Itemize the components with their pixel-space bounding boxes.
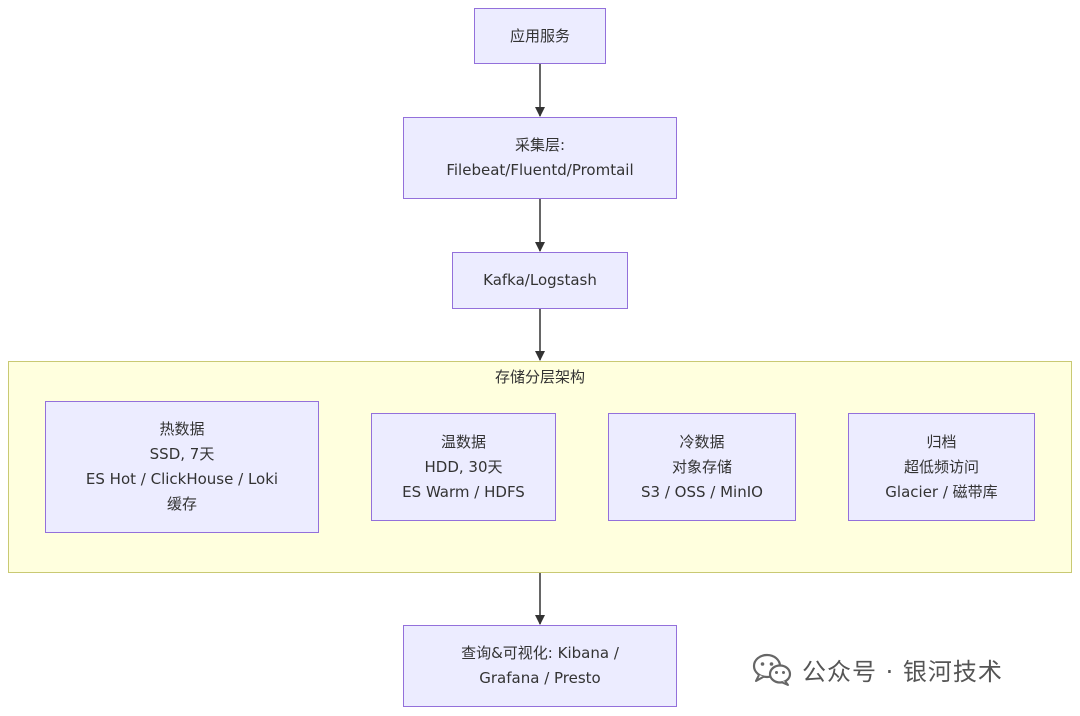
node-app-service: 应用服务 bbox=[474, 8, 606, 64]
node-label: 冷数据 bbox=[679, 432, 725, 451]
node-label: 对象存储 bbox=[671, 457, 732, 476]
node-label: SSD, 7天 bbox=[149, 445, 215, 463]
node-label: 应用服务 bbox=[509, 26, 570, 45]
watermark-text: 公众号 · 银河技术 bbox=[802, 658, 1003, 686]
node-label: Filebeat/Fluentd/Promtail bbox=[446, 161, 634, 179]
node-label: Grafana / Presto bbox=[479, 669, 601, 687]
node-label: 温数据 bbox=[440, 432, 486, 451]
node-archive: 归档 超低频访问 Glacier / 磁带库 bbox=[848, 413, 1035, 521]
node-kafka-logstash: Kafka/Logstash bbox=[452, 252, 628, 309]
node-query-visualization: 查询&可视化: Kibana / Grafana / Presto bbox=[403, 625, 677, 707]
node-label: 热数据 bbox=[159, 420, 205, 438]
node-label: 查询&可视化: Kibana / bbox=[461, 644, 619, 662]
node-label: Glacier / 磁带库 bbox=[885, 482, 998, 501]
node-label: 采集层: bbox=[514, 136, 566, 154]
watermark: 公众号 · 银河技术 bbox=[752, 652, 1003, 687]
wechat-icon bbox=[752, 653, 792, 686]
node-label: S3 / OSS / MinIO bbox=[641, 482, 763, 501]
node-label: 归档 bbox=[926, 432, 957, 451]
node-warm-data: 温数据 HDD, 30天 ES Warm / HDFS bbox=[371, 413, 556, 521]
node-label: HDD, 30天 bbox=[424, 457, 503, 476]
node-label: ES Hot / ClickHouse / Loki bbox=[85, 470, 279, 488]
node-label: 缓存 bbox=[166, 495, 197, 513]
node-label: 超低频访问 bbox=[903, 457, 979, 476]
node-label: ES Warm / HDFS bbox=[402, 482, 525, 501]
node-hot-data: 热数据 SSD, 7天 ES Hot / ClickHouse / Loki 缓… bbox=[45, 401, 319, 533]
cluster-title: 存储分层架构 bbox=[494, 368, 585, 386]
node-cold-data: 冷数据 对象存储 S3 / OSS / MinIO bbox=[608, 413, 796, 521]
node-label: Kafka/Logstash bbox=[483, 271, 597, 289]
node-collection-layer: 采集层: Filebeat/Fluentd/Promtail bbox=[403, 117, 677, 199]
